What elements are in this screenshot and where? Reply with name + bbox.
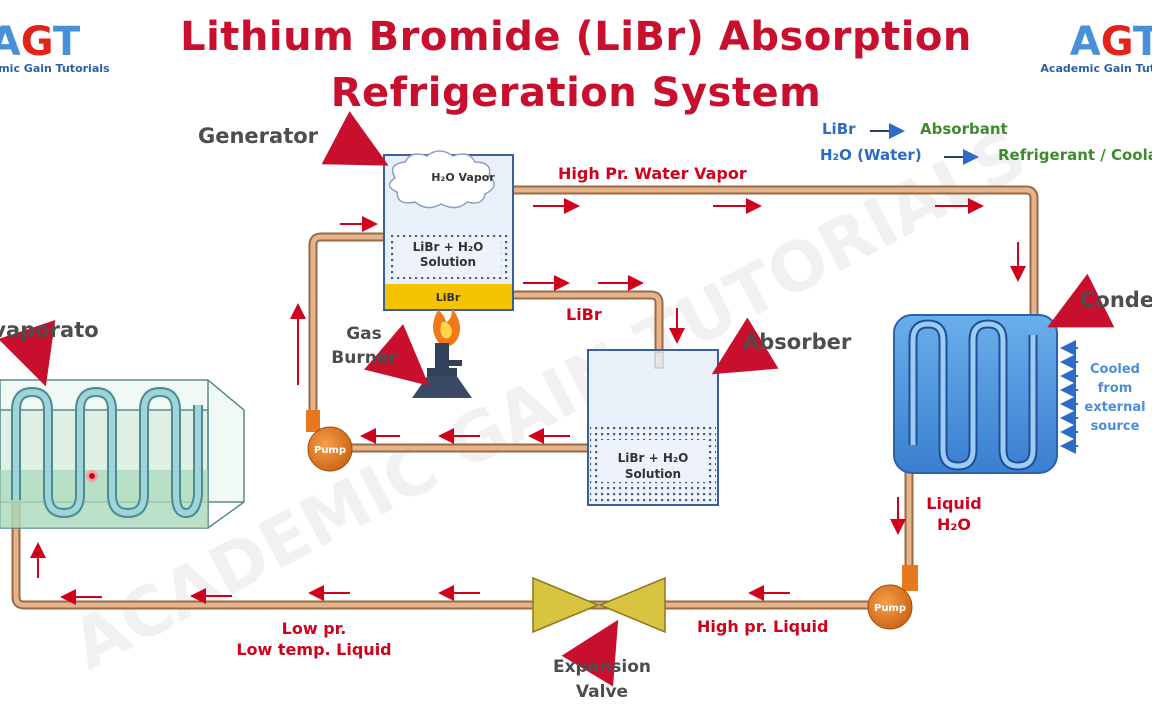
cooling-note-line2: from [1097,381,1133,396]
flow-arrows [30,198,1026,605]
low-pr-liquid-label: Low pr. Low temp. Liquid [224,618,404,660]
liquid-h2o-label: Liquid H₂O [918,493,990,535]
liquid-h2o-line2: H₂O [937,515,971,534]
absorber-solution-line1: LiBr + H₂O [618,451,689,465]
generator-libr-text: LiBr [436,291,461,304]
absorber-label: Absorber [743,330,852,354]
logo-left: AGT Academic Gain Tutorials [0,22,110,75]
cooling-note: Cooled from external source [1078,360,1152,436]
evaporator-label: Evaporator [0,318,100,342]
cooling-note-line1: Cooled [1090,362,1140,377]
absorber-solution-line2: Solution [625,467,681,481]
expansion-valve-icon [532,576,666,634]
libr-flow-label: LiBr [566,305,602,324]
expansion-valve-label-line1: Expansion [552,657,652,677]
legend-row1-left: LiBr [822,120,856,138]
pump-label-left: Pump [314,445,346,456]
liquid-h2o-line1: Liquid [926,494,982,513]
title-line-2: Refrigeration System [330,70,822,116]
cooling-note-line4: source [1090,419,1140,434]
legend-row1-right: Absorbant [920,120,1008,138]
cooling-note-line3: external [1084,400,1146,415]
expansion-valve-label: Expansion Valve [540,655,664,705]
pump-label-right: Pump [874,603,906,614]
generator-label: Generator [198,124,319,148]
gas-burner-label-line1: Gas [346,324,382,344]
generator-solution-line2: Solution [420,255,476,269]
condenser-unit [893,314,1058,474]
logo-left-letters: AGT [0,19,81,65]
legend-row2-right: Refrigerant / Coolant [998,146,1152,164]
cooling-arrows [1060,340,1078,454]
logo-right: AGT Academic Gain Tutorials [1040,22,1152,75]
generator-solution-line1: LiBr + H₂O [413,240,484,254]
logo-right-letters: AGT [1069,19,1152,65]
gas-burner-icon [412,308,472,398]
evaporator-label-clip: Evaporator [0,318,100,348]
legend-row2-right-clip: Refrigerant / Coolant [998,146,1152,168]
logo-right-tagline: Academic Gain Tutorials [1040,62,1152,75]
pump-icon-right [867,565,918,630]
gas-burner-label: Gas Burner [322,322,406,370]
high-pr-vapor-label: High Pr. Water Vapor [558,164,747,183]
logo-left-tagline: Academic Gain Tutorials [0,62,110,75]
evaporator-unit [0,379,245,529]
pointer-arrows [0,111,1115,687]
expansion-valve-label-line2: Valve [575,682,629,702]
pump-icon-left [306,410,353,472]
legend-row2-left: H₂O (Water) [820,146,922,164]
low-pr-line2: Low temp. Liquid [236,640,392,659]
legend-arrows [870,123,979,165]
condenser-label: Condenser [1080,288,1152,312]
high-pr-liquid-label: High pr. Liquid [697,617,829,636]
gas-burner-label-line2: Burner [331,348,397,368]
title-line-1: Lithium Bromide (LiBr) Absorption [180,14,972,60]
absorber-tank [587,349,719,506]
generator-tank [383,150,514,311]
generator-vapor-text: H₂O Vapor [431,171,495,184]
low-pr-line1: Low pr. [281,619,347,638]
